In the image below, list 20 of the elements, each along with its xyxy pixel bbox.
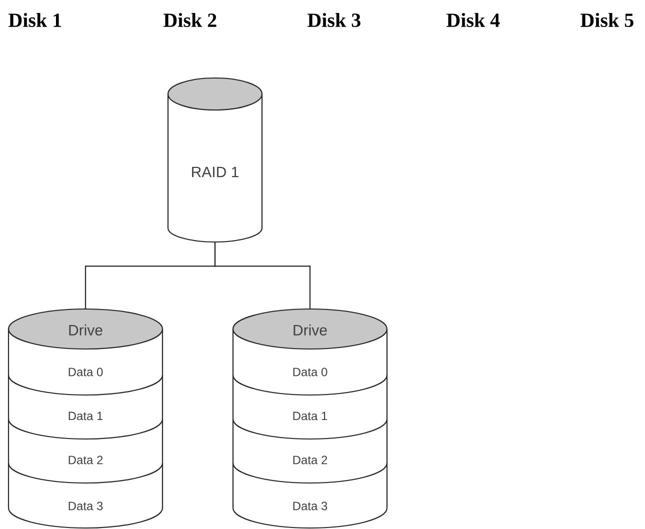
disk-label: Disk 3 xyxy=(308,12,360,28)
data-label: Data 3 xyxy=(68,502,103,510)
drive-title: Drive xyxy=(294,324,327,336)
data-label: Data 1 xyxy=(68,412,103,420)
disk-label: Disk 4 xyxy=(446,12,500,28)
raid-title: RAID 1 xyxy=(192,166,238,178)
disk-label: Disk 2 xyxy=(164,12,216,28)
drive-cylinder xyxy=(8,308,164,529)
disk-label: Disk 1 xyxy=(8,12,62,28)
data-label: Data 0 xyxy=(293,368,328,376)
raid-cylinder xyxy=(167,77,263,243)
disk-label: Disk 5 xyxy=(580,12,634,28)
data-label: Data 3 xyxy=(293,502,328,510)
drive-cylinder xyxy=(232,308,388,529)
data-label: Data 1 xyxy=(293,412,328,420)
drive-title: Drive xyxy=(69,324,102,336)
data-label: Data 2 xyxy=(293,456,328,464)
data-label: Data 0 xyxy=(68,368,103,376)
data-label: Data 2 xyxy=(68,456,103,464)
connector-line xyxy=(214,242,311,309)
